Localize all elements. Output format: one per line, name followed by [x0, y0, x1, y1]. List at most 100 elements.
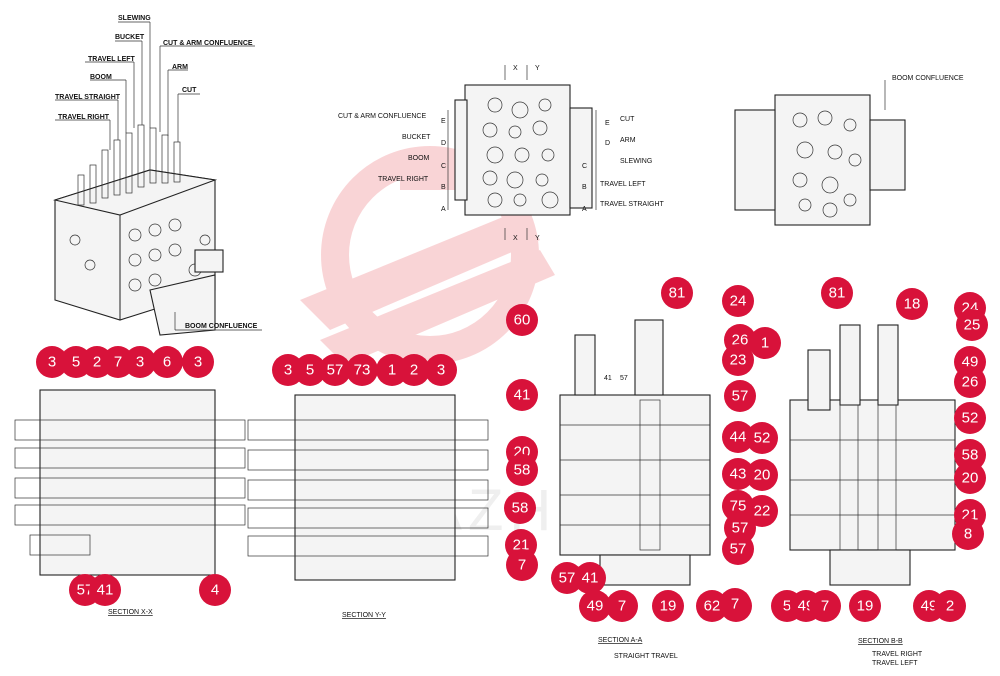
- badge-circle: [954, 402, 986, 434]
- badge-number: 5: [783, 598, 791, 615]
- badge-aa-17: 19: [652, 590, 684, 622]
- badge-bb-7: 52: [746, 422, 778, 454]
- label-travel-right: TRAVEL RIGHT: [58, 114, 110, 121]
- badge-circle: [722, 458, 754, 490]
- badge-aa-0: 60: [506, 304, 538, 336]
- badge-aa-15: 49: [579, 590, 611, 622]
- badge-number: 7: [518, 557, 526, 574]
- badge-aa-12: 7: [506, 549, 538, 581]
- label-boom-confluence-right: BOOM CONFLUENCE: [892, 75, 964, 82]
- badge-number: 3: [194, 354, 202, 371]
- badge-number: 24: [730, 293, 747, 310]
- svg-text:E: E: [605, 120, 610, 127]
- svg-text:57: 57: [620, 375, 628, 382]
- badge-circle: [661, 277, 693, 309]
- badge-number: 1: [388, 362, 396, 379]
- badge-circle: [746, 495, 778, 527]
- badge-circle: [506, 549, 538, 581]
- badge-aa-25: 7: [719, 588, 751, 620]
- badge-aa-21: 43: [722, 458, 754, 490]
- badge-number: 3: [284, 362, 292, 379]
- badge-number: 58: [514, 462, 531, 479]
- badge-number: 18: [904, 296, 921, 313]
- badge-circle: [551, 562, 583, 594]
- section-yy-title: SECTION Y-Y: [342, 612, 386, 619]
- badge-aa-6: 57: [724, 380, 756, 412]
- badge-circle: [124, 346, 156, 378]
- badge-number: 57: [77, 582, 94, 599]
- badge-yy-2: 57: [319, 354, 351, 386]
- badge-circle: [956, 309, 988, 341]
- badge-number: 57: [730, 541, 747, 558]
- badge-number: 62: [704, 598, 721, 615]
- section-bb-subtitle-1: TRAVEL RIGHT: [872, 651, 923, 658]
- badge-number: 7: [821, 598, 829, 615]
- badge-number: 44: [730, 429, 747, 446]
- badge-bb-6: 52: [954, 402, 986, 434]
- label-travel-straight: TRAVEL STRAIGHT: [55, 94, 121, 101]
- isometric-labels: SLEWING BUCKET CUT & ARM CONFLUENCE TRAV…: [55, 15, 258, 330]
- badge-xx-9: 4: [199, 574, 231, 606]
- badge-aa-1: 81: [661, 277, 693, 309]
- badge-number: 1: [761, 335, 769, 352]
- svg-text:TRAVEL LEFT: TRAVEL LEFT: [600, 181, 646, 188]
- badge-number: 3: [48, 354, 56, 371]
- badge-number: 3: [136, 354, 144, 371]
- badge-bb-19: 2: [934, 590, 966, 622]
- svg-text:Y: Y: [535, 65, 540, 72]
- badge-number: 41: [97, 582, 114, 599]
- badge-circle: [36, 346, 68, 378]
- badge-number: 49: [587, 598, 604, 615]
- badge-aa-16: 7: [606, 590, 638, 622]
- label-bucket: BUCKET: [115, 34, 145, 41]
- badge-bb-16: 7: [809, 590, 841, 622]
- badge-number: 3: [437, 362, 445, 379]
- front-view-drawing: [447, 65, 597, 240]
- badge-yy-4: 1: [376, 354, 408, 386]
- badge-bb-1: 18: [896, 288, 928, 320]
- badge-circle: [272, 354, 304, 386]
- badge-xx-8: 41: [89, 574, 121, 606]
- section-bb-title: SECTION B-B: [858, 638, 903, 645]
- front-view-labels: X Y X Y CUT & ARM CONFLUENCE BUCKET BOOM…: [338, 65, 665, 242]
- badge-circle: [376, 354, 408, 386]
- label-boom: BOOM: [90, 74, 112, 81]
- badge-circle: [151, 346, 183, 378]
- badge-bb-11: 22: [746, 495, 778, 527]
- section-xx-drawing: [14, 389, 246, 576]
- badge-yy-1: 5: [294, 354, 326, 386]
- badge-number: 75: [730, 498, 747, 515]
- section-aa-subtitle: STRAIGHT TRAVEL: [614, 653, 678, 660]
- badge-number: 60: [514, 312, 531, 329]
- badge-bb-0: 81: [821, 277, 853, 309]
- badge-aa-24: 57: [722, 533, 754, 565]
- badge-circle: [849, 590, 881, 622]
- badge-number: 2: [410, 362, 418, 379]
- badge-aa-18: 62: [696, 590, 728, 622]
- svg-text:ARM: ARM: [620, 137, 636, 144]
- badge-circle: [821, 277, 853, 309]
- badge-circle: [102, 346, 134, 378]
- badge-number: 73: [354, 362, 371, 379]
- svg-text:A: A: [441, 206, 446, 213]
- badge-circle: [722, 285, 754, 317]
- svg-text:E: E: [441, 118, 446, 125]
- badge-xx-6: 3: [182, 346, 214, 378]
- badge-yy-3: 73: [346, 354, 378, 386]
- label-travel-left: TRAVEL LEFT: [88, 56, 136, 63]
- badge-circle: [199, 574, 231, 606]
- badge-circle: [722, 533, 754, 565]
- section-bb-subtitle-2: TRAVEL LEFT: [872, 660, 918, 667]
- side-view-drawing: [734, 80, 906, 226]
- badge-number: 52: [754, 430, 771, 447]
- badge-number: 58: [962, 447, 979, 464]
- svg-text:C: C: [582, 163, 587, 170]
- badge-number: 57: [732, 520, 749, 537]
- badge-circle: [954, 366, 986, 398]
- badge-circle: [574, 562, 606, 594]
- section-aa-title: SECTION A-A: [598, 637, 643, 644]
- label-slewing: SLEWING: [118, 15, 151, 22]
- badge-circle: [746, 422, 778, 454]
- label-arm: ARM: [172, 64, 188, 71]
